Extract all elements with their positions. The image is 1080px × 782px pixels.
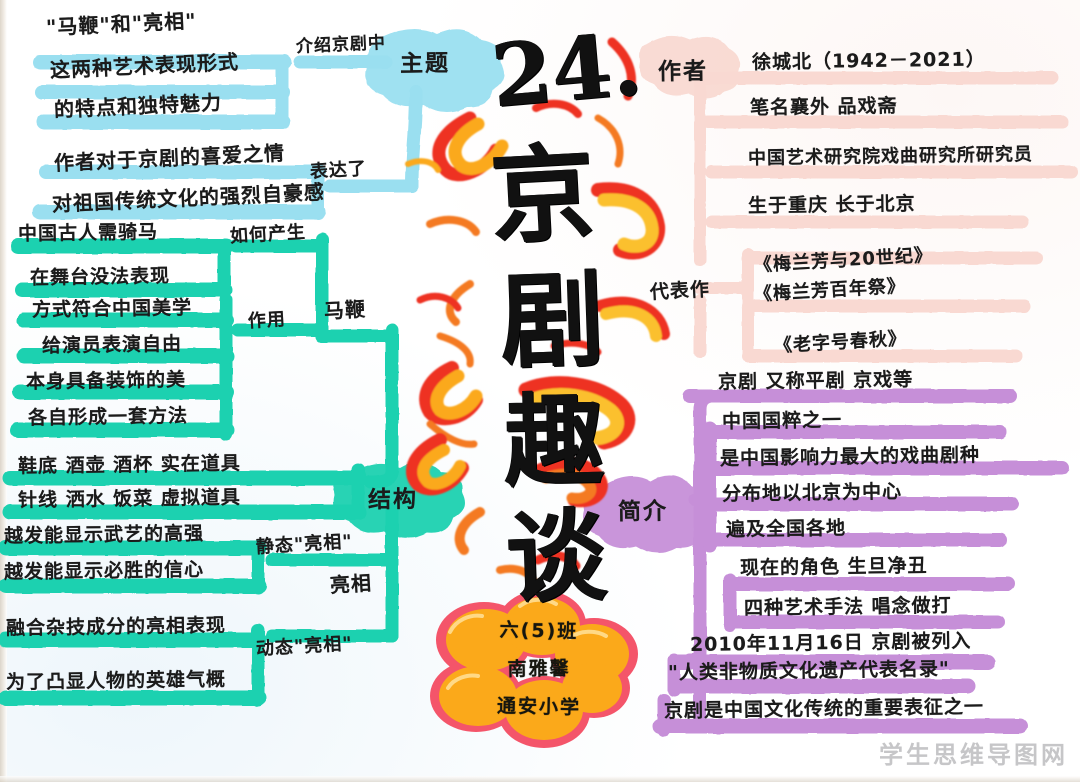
structure-label-whip: 马鞭 [323,296,367,324]
structure-item-3: 方式符合中国美学 [31,296,193,322]
node-author[interactable]: 作者 [657,58,709,86]
node-structure[interactable]: 结构 [367,486,419,514]
blue-branch [32,28,505,221]
stamp-line-school: 通安小学 [496,695,582,719]
flower-shape [430,590,638,748]
flower-stamp: 六(5)班 南雅馨 通安小学 [424,590,654,752]
intro-item-4: 分布地以北京为中心 [721,480,903,506]
green-branch [0,233,465,707]
structure-sublabel-function: 作用 [247,308,287,333]
paper-edge-bottom [0,776,1080,782]
author-item-3: 中国艺术研究院戏曲研究所研究员 [747,144,1034,169]
node-theme[interactable]: 主题 [399,50,451,78]
structure-prop-real: 鞋底 酒壶 酒杯 实在道具 [17,452,241,478]
stamp-line-name: 南雅馨 [507,657,571,681]
watermark: 学生思维导图网 [879,741,1068,769]
flame-decorations [405,37,670,586]
author-item-4: 生于重庆 长于北京 [747,192,916,218]
paper-edge-left [0,0,7,782]
intro-item-5: 遍及全国各地 [725,517,847,541]
structure-pose-item-4: 为了凸显人物的英雄气概 [5,668,227,694]
structure-item-4: 给演员表演自由 [41,333,183,357]
structure-label-pose: 亮相 [329,570,373,598]
purple-branch [583,389,1069,737]
structure-item-1: 中国古人需骑马 [17,221,159,245]
structure-pose-item-1: 越发能显示武艺的高强 [3,522,205,548]
intro-item-8: 2010年11月16日 京剧被列入 [689,630,972,656]
theme-label-express: 表达了 [309,158,368,183]
intro-item-6: 现在的角色 生旦净丑 [739,554,928,580]
author-item-2: 笔名襄外 品戏斋 [749,94,898,120]
structure-pose-item-2: 越发能显示必胜的信心 [3,558,205,584]
structure-pose-item-3: 融合杂技成分的亮相表现 [5,614,227,640]
author-label-works: 代表作 [649,278,711,304]
intro-item-2: 中国国粹之一 [721,409,843,433]
theme-label-intro: 介绍京剧中 [295,32,387,58]
intro-item-3: 是中国影响力最大的戏曲剧种 [719,444,981,470]
intro-item-9: "人类非物质文化遗产代表名录" [667,658,950,684]
structure-prop-virtual: 针线 洒水 饭菜 虚拟道具 [17,486,241,512]
author-item-1: 徐城北（1942－2021） [751,48,986,74]
intro-item-1: 京剧 又称平剧 京戏等 [717,368,914,394]
pink-branch [639,35,1079,363]
structure-item-5: 本身具备装饰的美 [25,368,187,394]
structure-item-2: 在舞台没法表现 [29,265,171,289]
node-intro[interactable]: 简介 [617,498,669,526]
intro-item-7: 四种艺术手法 唱念做打 [743,594,952,620]
title-char-tan: 谈 [504,496,609,618]
structure-item-6: 各自形成一套方法 [27,404,189,430]
